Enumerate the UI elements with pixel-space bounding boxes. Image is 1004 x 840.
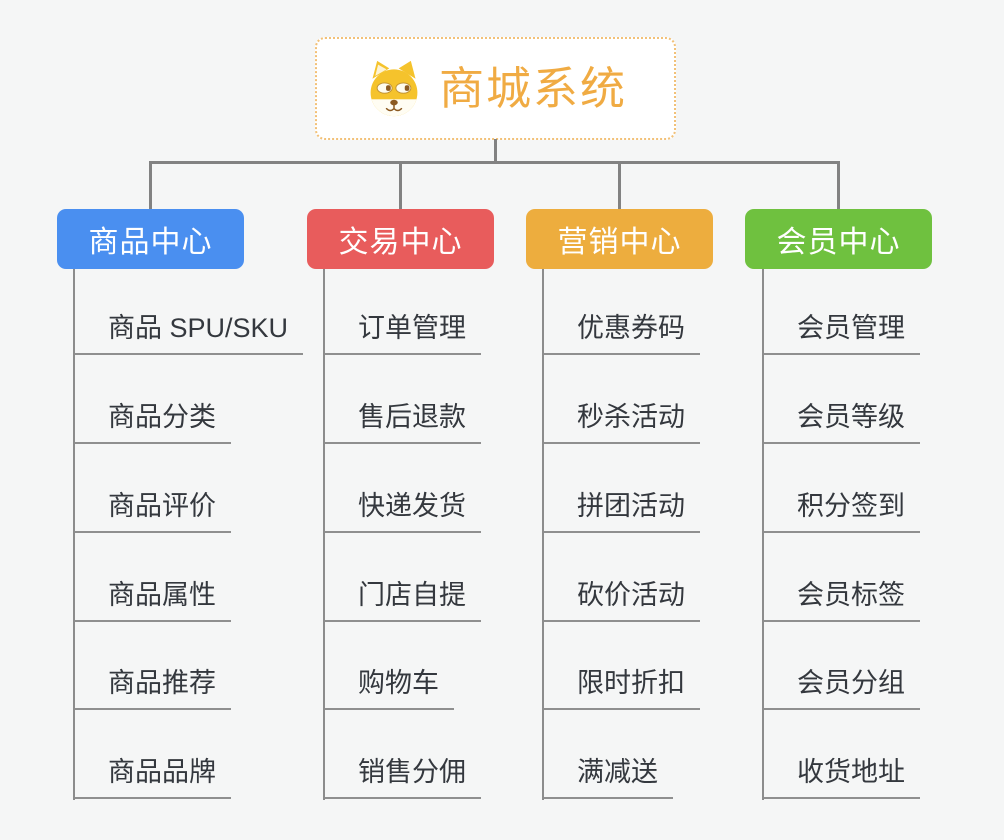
- leaf-node[interactable]: 商品属性: [75, 577, 231, 622]
- leaf-node[interactable]: 满减送: [544, 754, 673, 799]
- leaf-node[interactable]: 会员标签: [764, 577, 920, 622]
- connector-drop-trade: [399, 162, 402, 210]
- leaf-node[interactable]: 限时折扣: [544, 665, 700, 710]
- connector-trunk-line: [149, 161, 840, 164]
- branch-node-trade-center[interactable]: 交易中心: [307, 209, 494, 269]
- branch-children-trade-center: 订单管理 售后退款 快递发货 门店自提 购物车 销售分佣: [323, 269, 481, 800]
- branch-node-product-center[interactable]: 商品中心: [57, 209, 244, 269]
- leaf-node[interactable]: 门店自提: [325, 577, 481, 622]
- leaf-node[interactable]: 商品评价: [75, 488, 231, 533]
- leaf-node[interactable]: 秒杀活动: [544, 399, 700, 444]
- leaf-node[interactable]: 销售分佣: [325, 754, 481, 799]
- dog-face-icon: [370, 60, 418, 116]
- leaf-node[interactable]: 砍价活动: [544, 577, 700, 622]
- connector-root-stub: [494, 139, 497, 163]
- leaf-node[interactable]: 会员分组: [764, 665, 920, 710]
- branch-node-member-center[interactable]: 会员中心: [745, 209, 932, 269]
- leaf-node[interactable]: 快递发货: [325, 488, 481, 533]
- leaf-node[interactable]: 积分签到: [764, 488, 920, 533]
- branch-label: 商品中心: [88, 226, 213, 259]
- branch-children-member-center: 会员管理 会员等级 积分签到 会员标签 会员分组 收货地址: [762, 269, 920, 800]
- leaf-node[interactable]: 收货地址: [764, 754, 920, 799]
- leaf-node[interactable]: 购物车: [325, 665, 454, 710]
- branch-label: 交易中心: [338, 226, 463, 259]
- connector-drop-marketing: [618, 162, 621, 210]
- leaf-node[interactable]: 会员等级: [764, 399, 920, 444]
- leaf-node[interactable]: 拼团活动: [544, 488, 700, 533]
- leaf-node[interactable]: 商品推荐: [75, 665, 231, 710]
- connector-drop-member: [837, 162, 840, 210]
- branch-children-product-center: 商品 SPU/SKU 商品分类 商品评价 商品属性 商品推荐 商品品牌: [73, 269, 304, 800]
- leaf-node[interactable]: 商品品牌: [75, 754, 231, 799]
- leaf-node[interactable]: 商品分类: [75, 399, 231, 444]
- branch-label: 营销中心: [557, 226, 682, 259]
- leaf-node[interactable]: 优惠券码: [544, 310, 700, 355]
- leaf-node[interactable]: 会员管理: [764, 310, 920, 355]
- root-node-mall-system[interactable]: 商城系统: [315, 37, 676, 140]
- connector-drop-product: [149, 162, 152, 210]
- leaf-node[interactable]: 商品 SPU/SKU: [75, 310, 304, 355]
- branch-label: 会员中心: [776, 226, 901, 259]
- leaf-node[interactable]: 售后退款: [325, 399, 481, 444]
- branch-node-marketing-center[interactable]: 营销中心: [526, 209, 713, 269]
- branch-children-marketing-center: 优惠券码 秒杀活动 拼团活动 砍价活动 限时折扣 满减送: [542, 269, 700, 800]
- leaf-node[interactable]: 订单管理: [325, 310, 481, 355]
- root-node-title: 商城系统: [438, 63, 627, 114]
